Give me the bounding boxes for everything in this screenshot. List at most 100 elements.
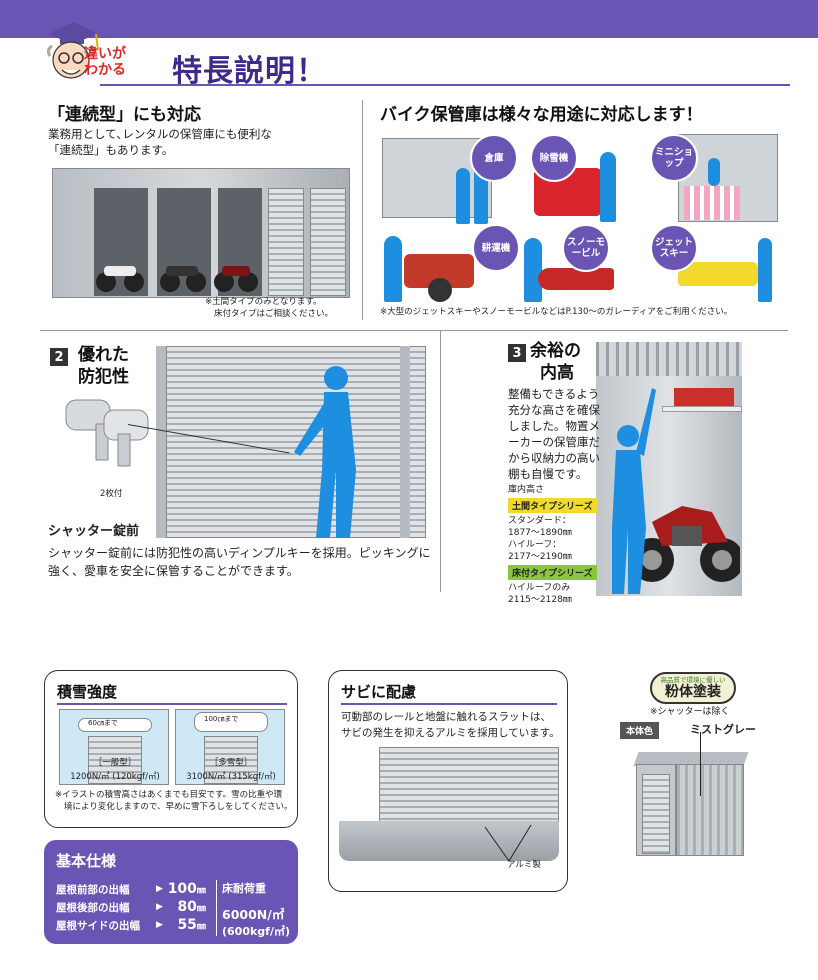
yuka-highroof-label: ハイルーフのみ	[508, 583, 571, 593]
heavy-type-value: 3100N/㎡ (315kgf/㎡)	[186, 772, 276, 782]
person-silhouette	[600, 152, 616, 222]
load-value1: 6000N/㎡	[222, 907, 285, 922]
person-silhouette	[758, 238, 772, 302]
uses-note: ※大型のジェットスキーやスノーモービルなどはP.130～のガレーディアをご利用く…	[380, 307, 733, 317]
renzoku-note-line2: 床付タイプはご相談ください。	[214, 309, 334, 319]
shed-product-image	[633, 742, 749, 860]
coating-badge: 高品質で環境に優しい 粉体塗装	[650, 672, 736, 704]
aluminum-callout: アルミ製	[507, 860, 541, 870]
header-underline	[100, 84, 790, 86]
heavy-snow-depth: 100㎝まで	[204, 715, 239, 723]
badge-line2: わかる	[84, 62, 126, 78]
coating-title: 粉体塗装	[665, 684, 721, 700]
snow-heading-rule	[57, 703, 287, 705]
person-silhouette	[456, 168, 470, 224]
snow-heading: 積雪強度	[57, 683, 118, 701]
key-caption: 2枚付	[100, 489, 123, 499]
renzoku-text-line2: 「連続型」もあります。	[48, 143, 174, 157]
middle-vertical-divider	[440, 330, 441, 592]
top-banner-bar	[0, 0, 818, 38]
body-color-label: 本体色	[620, 722, 660, 739]
security-shutter-image	[166, 346, 426, 538]
person-silhouette	[708, 158, 720, 186]
coating-note: ※シャッターは除く	[650, 707, 730, 717]
security-heading: 優れた 防犯性	[78, 344, 129, 388]
spec-row: 屋根前部の出幅 ▶ 100 ㎜	[56, 880, 214, 898]
rust-panel: サビに配慮 可動部のレールと地盤に触れるスラットは、 サビの発生を抑えるアルミを…	[328, 670, 568, 892]
height-text-line: しました。物置メ	[508, 419, 600, 433]
rust-heading: サビに配慮	[341, 683, 417, 701]
rust-base-image	[339, 821, 559, 861]
spec-panel: 基本仕様 屋根前部の出幅 ▶ 100 ㎜ 屋根後部の出幅 ▶ 80 ㎜ 屋根サイ…	[44, 840, 298, 944]
person-silhouette	[384, 236, 402, 302]
snow-note: ※イラストの積雪高さはあくまでも目安です。雪の比重や環 境により変化しますので、…	[55, 789, 292, 813]
security-heading-line1: 優れた	[78, 345, 129, 365]
doma-highroof-label: ハイルーフ：	[508, 540, 562, 550]
color-pointer-line	[700, 732, 701, 796]
security-heading-line2: 防犯性	[78, 367, 129, 387]
rust-text-line2: サビの発生を抑えるアルミを採用しています。	[341, 727, 560, 739]
height-heading: 余裕の 内高	[530, 340, 581, 384]
rust-heading-rule	[341, 703, 557, 705]
spec-row-label: 屋根後部の出幅	[56, 901, 130, 914]
spec-row-unit: ㎜	[196, 921, 206, 932]
height-text: 整備もできるよう 充分な高さを確保 しました。物置メ ーカーの保管庫だ から収納…	[508, 386, 600, 482]
person-silhouette	[524, 238, 542, 302]
height-heading-line2: 内高	[540, 363, 574, 383]
renzoku-text-line1: 業務用として､レンタルの保管庫にも便利な	[48, 127, 272, 141]
spec-row-unit: ㎜	[196, 885, 206, 896]
top-divider	[362, 100, 363, 320]
cultivator-wheel	[428, 278, 452, 302]
spec-row-label: 屋根前部の出幅	[56, 883, 130, 896]
closed-shutter-1	[268, 188, 304, 296]
callout-lines	[484, 824, 532, 862]
load-label: 床耐荷重	[222, 882, 266, 895]
spec-row-value: 80	[177, 899, 197, 915]
uses-heading: バイク保管庫は様々な用途に対応します！	[380, 105, 703, 125]
doma-highroof-value: 2177～2190㎜	[508, 552, 572, 562]
shutter-frame-left	[156, 346, 166, 538]
professor-mascot-icon	[40, 20, 102, 90]
use-tag-mini-shop: ミニショップ	[650, 134, 698, 182]
body-color-value: ミストグレー	[690, 723, 756, 736]
height-spec-block: 庫内高さ 土間タイプシリーズ スタンダード： 1877～1890㎜ ハイルーフ：…	[508, 482, 597, 606]
height-text-line: ーカーの保管庫だ	[508, 435, 600, 449]
heavy-type-label: ［多雪型］	[209, 758, 253, 768]
jetski-illustration	[678, 262, 758, 286]
coating-small-text: 高品質で環境に優しい	[660, 676, 726, 684]
load-value2: (600kgf/㎡)	[222, 925, 291, 938]
section-number-2: 2	[50, 348, 68, 366]
arrow-icon: ▶	[156, 902, 163, 912]
security-subheading: シャッター錠前	[48, 524, 140, 539]
closed-shutter-2	[310, 188, 346, 296]
use-tag-jetski: ジェットスキー	[650, 224, 698, 272]
person-silhouette	[474, 166, 488, 224]
renzoku-shed-image	[52, 168, 350, 298]
height-label: 庫内高さ	[508, 485, 545, 495]
snowmobile-illustration	[538, 268, 614, 290]
spec-row-unit: ㎜	[196, 903, 206, 914]
doma-series-tag: 土間タイプシリーズ	[508, 498, 597, 513]
badge-line1: 違いが	[84, 46, 126, 62]
use-tag-storage: 倉庫	[470, 134, 518, 182]
motorcycles-icon	[96, 266, 258, 292]
height-heading-line1: 余裕の	[530, 341, 581, 361]
rust-text: 可動部のレールと地盤に触れるスラットは、 サビの発生を抑えるアルミを採用していま…	[341, 709, 560, 741]
renzoku-heading: 「連続型」にも対応	[48, 105, 201, 125]
renzoku-note: ※土間タイプのみとなります。 床付タイプはご相談ください。	[205, 296, 333, 320]
yuka-series-tag: 床付タイプシリーズ	[508, 565, 597, 580]
shop-counter	[684, 186, 740, 220]
snow-illustration-heavy: 100㎝まで	[175, 709, 285, 785]
spec-row-value: 100	[167, 881, 197, 897]
snow-panel: 積雪強度 60㎝まで 100㎝まで ［一般型］ 1200N/㎡ (120kgf/…	[44, 670, 298, 828]
yuka-highroof-value: 2115～2128㎜	[508, 595, 572, 605]
load-block: 床耐荷重 6000N/㎡ (600kgf/㎡)	[222, 880, 290, 939]
security-text-line2: 強く、愛車を安全に保管することができます。	[48, 564, 299, 578]
spec-rows: 屋根前部の出幅 ▶ 100 ㎜ 屋根後部の出幅 ▶ 80 ㎜ 屋根サイドの出幅 …	[56, 880, 214, 934]
middle-divider	[40, 330, 788, 331]
arrow-icon: ▶	[156, 920, 163, 930]
spec-row-value: 55	[177, 917, 197, 933]
person-locking-silhouette	[294, 366, 356, 538]
height-text-line: 棚も自慢です。	[508, 467, 588, 481]
general-type-label: ［一般型］	[93, 758, 137, 768]
